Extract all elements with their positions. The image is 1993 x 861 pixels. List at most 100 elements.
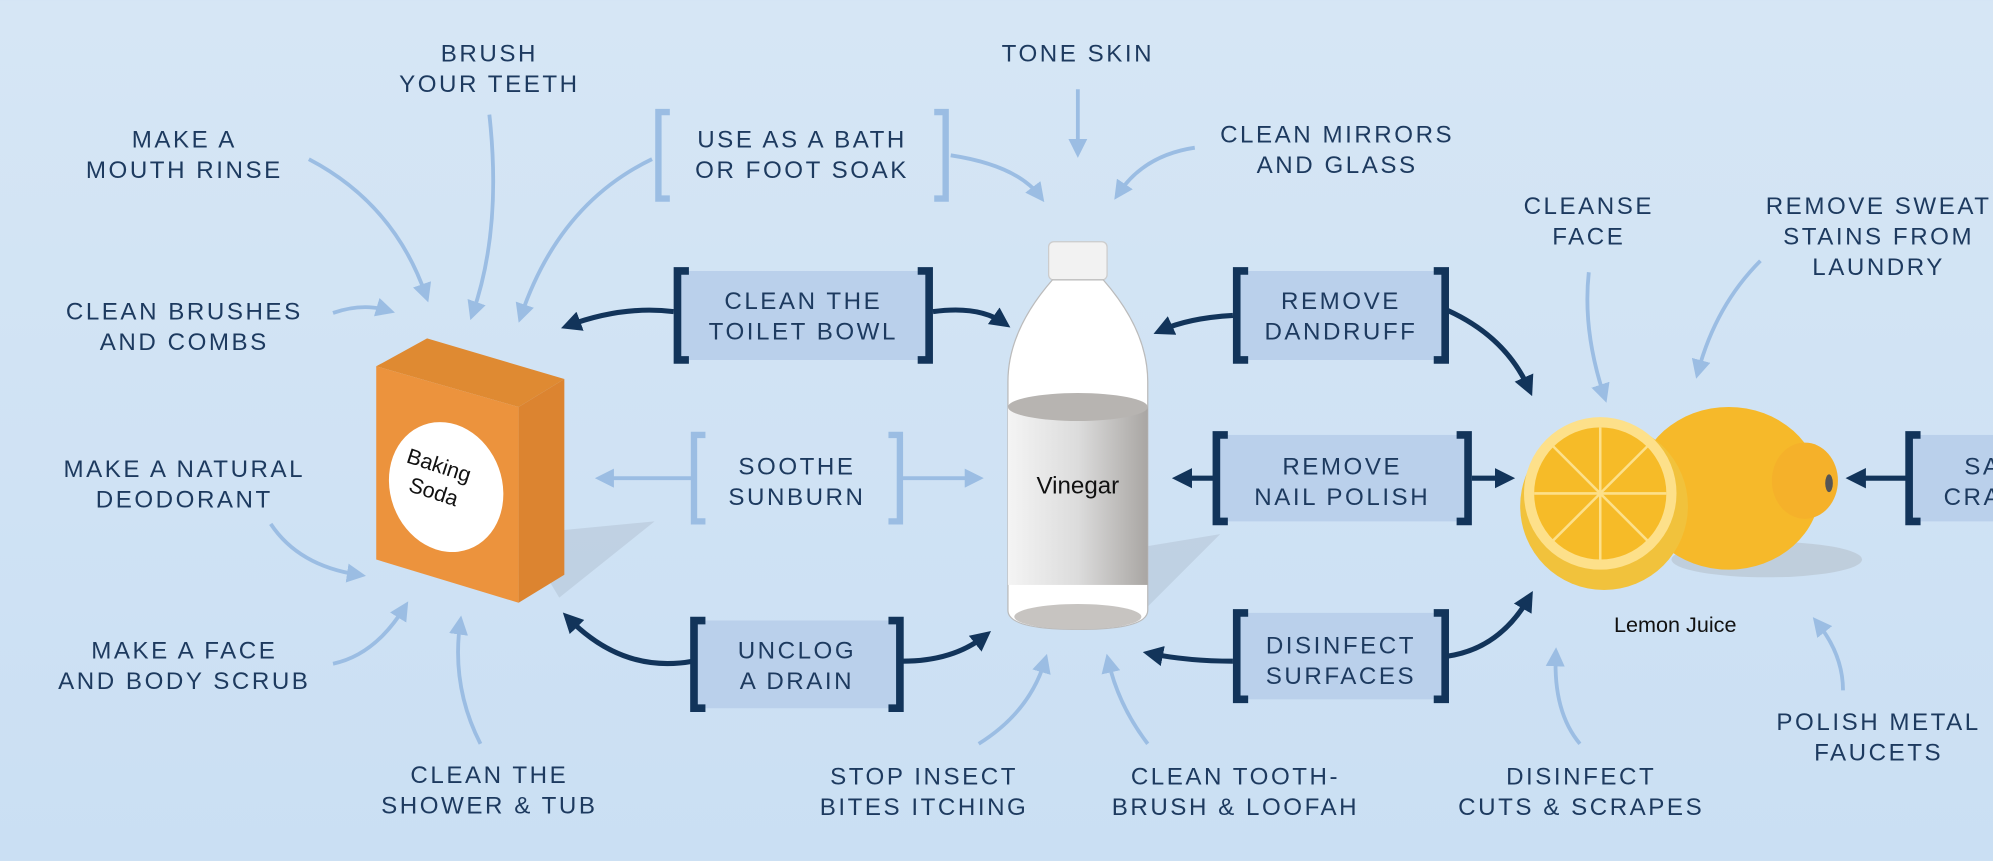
use-label-clean-mirrors: CLEAN MIRRORS AND GLASS bbox=[1220, 122, 1454, 180]
vinegar-label: Vinegar bbox=[1036, 472, 1119, 499]
arrow bbox=[1691, 259, 1762, 379]
label-line: BRUSH & LOOFAH bbox=[1112, 794, 1359, 821]
label-line: DEODORANT bbox=[96, 486, 273, 513]
label-line: MAKE A bbox=[132, 127, 237, 154]
label-line: FACE bbox=[1552, 223, 1625, 250]
label-line: CLEAN THE bbox=[410, 762, 568, 789]
arrow bbox=[1142, 646, 1233, 667]
label-line: LAUNDRY bbox=[1812, 254, 1945, 281]
arrow bbox=[269, 522, 366, 583]
label-line: STOP INSECT bbox=[830, 763, 1018, 790]
label-line: BITES ITCHING bbox=[820, 794, 1029, 821]
arrow bbox=[1545, 647, 1582, 746]
arrow bbox=[1153, 312, 1234, 335]
label-line: CLEAN TOOTH- bbox=[1131, 763, 1340, 790]
label-line: SUNBURN bbox=[728, 484, 865, 511]
arrow bbox=[307, 157, 432, 303]
arrow bbox=[332, 601, 409, 666]
box-bath-soak bbox=[655, 108, 949, 202]
label-line: DISINFECT bbox=[1266, 633, 1416, 660]
arrow bbox=[449, 615, 483, 745]
arrow bbox=[467, 114, 496, 321]
arrow bbox=[932, 307, 1011, 328]
label-line: UNCLOG bbox=[738, 638, 856, 665]
use-label-surfaces: DISINFECT SURFACES bbox=[1266, 633, 1416, 691]
label-line: MAKE A FACE bbox=[91, 638, 277, 665]
label-line: POLISH METAL bbox=[1776, 709, 1980, 736]
arrow bbox=[1585, 272, 1610, 403]
label-line: MOUTH RINSE bbox=[86, 157, 283, 184]
lemon: Lemon Juice bbox=[1520, 406, 1863, 637]
use-label-bath-soak: USE AS A BATH OR FOOT SOAK bbox=[695, 127, 909, 185]
label-line: REMOVE SWEAT bbox=[1766, 193, 1992, 220]
use-label-insect-bites: STOP INSECT BITES ITCHING bbox=[820, 763, 1029, 821]
label-line: SHOWER & TUB bbox=[381, 793, 597, 820]
label-line: A DRAIN bbox=[740, 668, 854, 695]
label-line: TONE SKIN bbox=[1002, 40, 1154, 67]
label-line: AND COMBS bbox=[100, 329, 269, 356]
label-line: BRUSH bbox=[441, 40, 538, 67]
label-line: REMOVE bbox=[1282, 453, 1402, 480]
use-label-polish-faucets: POLISH METAL FAUCETS bbox=[1776, 709, 1980, 767]
label-line: DANDRUFF bbox=[1264, 319, 1417, 346]
arrow bbox=[1114, 145, 1196, 200]
label-line: OR FOOT SOAK bbox=[695, 157, 909, 184]
label-line: NAIL POLISH bbox=[1254, 484, 1430, 511]
use-label-nail-polish: REMOVE NAIL POLISH bbox=[1254, 453, 1430, 511]
lemon-juice-label: Lemon Juice bbox=[1614, 612, 1736, 637]
label-line: SA bbox=[1964, 453, 1993, 480]
vinegar-bottle: Vinegar bbox=[1007, 241, 1221, 631]
use-label-mouth-rinse: MAKE A MOUTH RINSE bbox=[86, 127, 283, 185]
label-line: AND BODY SCRUB bbox=[58, 668, 310, 695]
box-cut-off bbox=[1905, 431, 1993, 526]
arrow bbox=[977, 653, 1051, 746]
arrow bbox=[515, 157, 653, 323]
use-label-tone-skin: TONE SKIN bbox=[1002, 40, 1154, 67]
use-label-deodorant: MAKE A NATURAL DEODORANT bbox=[63, 456, 305, 514]
use-label-cut-off: SACRAC bbox=[1944, 453, 1993, 511]
box-nail-polish bbox=[1212, 431, 1472, 526]
label-line: YOUR TEETH bbox=[399, 71, 579, 98]
use-label-clean-brushes: CLEAN BRUSHES AND COMBS bbox=[66, 298, 303, 356]
arrow bbox=[1101, 653, 1150, 745]
arrow bbox=[1447, 591, 1533, 659]
arrow bbox=[332, 297, 395, 317]
use-label-dandruff: REMOVE DANDRUFF bbox=[1264, 288, 1417, 346]
label-line: USE AS A BATH bbox=[697, 127, 907, 154]
label-line: STAINS FROM bbox=[1783, 223, 1974, 250]
label-line: FAUCETS bbox=[1814, 739, 1943, 766]
arrow bbox=[950, 153, 1045, 203]
label-line: CLEANSE bbox=[1524, 193, 1654, 220]
box-drain bbox=[690, 616, 904, 713]
arrow bbox=[562, 612, 694, 667]
label-line: CLEAN MIRRORS bbox=[1220, 122, 1454, 149]
baking-soda-box: Baking Soda bbox=[376, 338, 655, 603]
use-label-shower-tub: CLEAN THE SHOWER & TUB bbox=[381, 762, 597, 820]
use-label-toothbrush: CLEAN TOOTH- BRUSH & LOOFAH bbox=[1112, 763, 1359, 821]
label-line: DISINFECT bbox=[1506, 763, 1656, 790]
arrow bbox=[561, 307, 674, 331]
label-line: MAKE A NATURAL bbox=[63, 456, 305, 483]
box-toilet-bowl bbox=[673, 267, 933, 364]
label-line: CLEAN BRUSHES bbox=[66, 298, 303, 325]
use-label-sweat-stains: REMOVE SWEAT STAINS FROM LAUNDRY bbox=[1766, 193, 1992, 281]
use-label-brush-teeth: BRUSH YOUR TEETH bbox=[399, 40, 579, 98]
label-line: SURFACES bbox=[1266, 663, 1416, 690]
arrow bbox=[1812, 617, 1845, 691]
arrow bbox=[902, 631, 992, 664]
label-line: SOOTHE bbox=[738, 453, 855, 480]
label-line: AND GLASS bbox=[1257, 152, 1418, 179]
box-surfaces bbox=[1232, 609, 1449, 704]
use-label-drain: UNCLOG A DRAIN bbox=[738, 638, 856, 696]
label-line: CLEAN THE bbox=[724, 288, 882, 315]
label-line: CUTS & SCRAPES bbox=[1458, 794, 1704, 821]
use-label-cuts-scrapes: DISINFECT CUTS & SCRAPES bbox=[1458, 763, 1704, 821]
use-label-sunburn: SOOTHE SUNBURN bbox=[728, 453, 865, 511]
label-line: TOILET BOWL bbox=[709, 319, 898, 346]
use-label-cleanse-face: CLEANSE FACE bbox=[1524, 193, 1654, 251]
use-label-toilet-bowl: CLEAN THE TOILET BOWL bbox=[709, 288, 898, 346]
label-line: REMOVE bbox=[1281, 288, 1401, 315]
use-label-face-scrub: MAKE A FACE AND BODY SCRUB bbox=[58, 638, 310, 696]
